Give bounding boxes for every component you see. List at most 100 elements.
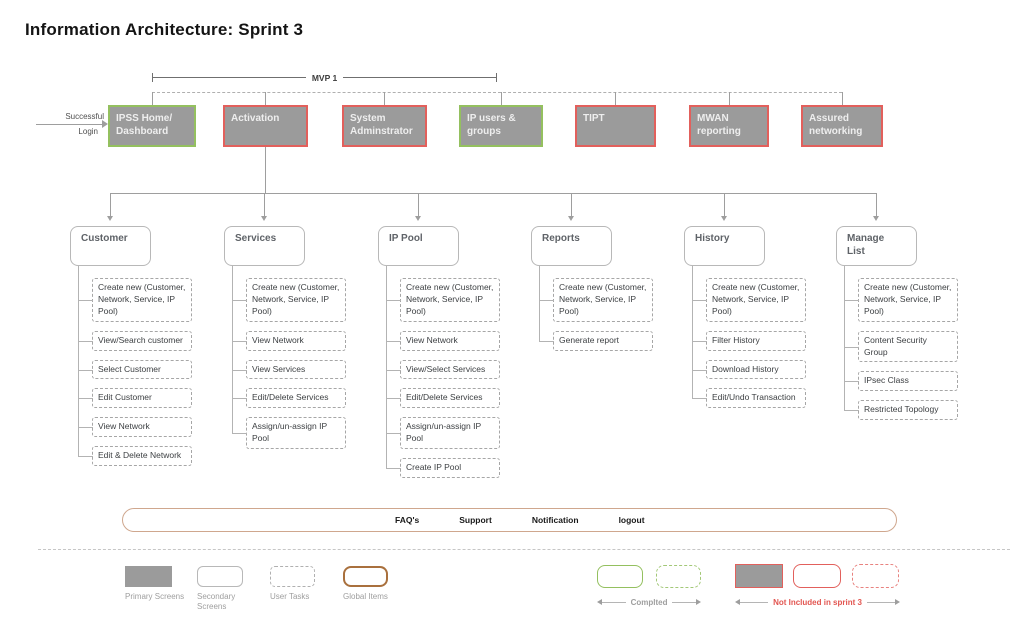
legend-swatch-notincluded-solid <box>793 564 841 588</box>
screen-box-ipss-home-dashboard: IPSS Home/ Dashboard <box>108 105 196 147</box>
legend-label-global-items: Global Items <box>343 592 388 601</box>
column-spine <box>692 266 693 398</box>
arrow-line <box>866 601 896 603</box>
task-column-ip-pool: Create new (Customer, Network, Service, … <box>378 266 510 479</box>
task-box: Edit/Delete Services <box>386 388 500 409</box>
legend-swatch-secondary-screens <box>197 566 243 587</box>
task-column-history: Create new (Customer, Network, Service, … <box>684 266 816 409</box>
legend-label-user-tasks: User Tasks <box>270 592 310 601</box>
nav-label: Services <box>235 233 277 244</box>
second-row-distributor <box>110 193 876 194</box>
task-box: View/Select Services <box>386 359 500 380</box>
bracket-line <box>343 77 497 78</box>
global-item-faqs: FAQ's <box>395 515 420 525</box>
screen-box-system-administrator: System Adminstrator <box>342 105 427 147</box>
legend-swatch-notincluded-filled <box>735 564 783 588</box>
legend-swatch-completed-solid <box>597 565 643 588</box>
task-box: Assign/un-assign IP Pool <box>386 417 500 450</box>
top-dashed-connector <box>152 92 842 93</box>
arrow-right-icon <box>696 599 702 605</box>
connector-tick <box>265 92 266 105</box>
nav-box-history: History <box>684 226 765 266</box>
nav-box-services: Services <box>224 226 305 266</box>
task-box: View Services <box>232 359 346 380</box>
legend-swatch-primary-screens <box>125 566 172 587</box>
task-box: Create new (Customer, Network, Service, … <box>539 278 653 322</box>
arrow-to-customer <box>107 193 113 221</box>
legend-swatch-completed-dashed <box>656 565 701 588</box>
page-title: Information Architecture: Sprint 3 <box>25 20 304 39</box>
task-box: Create new (Customer, Network, Service, … <box>692 278 806 322</box>
screen-label: System Adminstrator <box>350 113 413 137</box>
nav-label: Reports <box>542 233 580 244</box>
arrow-to-manage-list <box>873 193 879 221</box>
nav-label: Manage List <box>847 233 885 257</box>
legend-swatch-global-items <box>343 566 388 587</box>
connector-tick <box>842 92 843 105</box>
arrow-line <box>672 601 697 603</box>
screen-label: IP users & groups <box>467 113 516 137</box>
task-box: Generate report <box>539 330 653 351</box>
login-arrow-line <box>36 124 102 125</box>
task-box: Assign/un-assign IP Pool <box>232 417 346 450</box>
task-box: Select Customer <box>78 359 192 380</box>
connector-tick <box>152 92 153 105</box>
bracket-end-tick <box>152 73 153 82</box>
nav-box-customer: Customer <box>70 226 151 266</box>
nav-label: History <box>695 233 730 244</box>
task-box: Create IP Pool <box>386 458 500 479</box>
connector-tick <box>729 92 730 105</box>
login-label-line2: Login <box>78 127 98 136</box>
login-label-line1: Successful <box>65 112 104 121</box>
bracket-line <box>153 77 306 78</box>
screen-box-tipt: TIPT <box>575 105 656 147</box>
arrow-left-icon <box>597 599 602 605</box>
screen-label: Assured networking <box>809 113 863 137</box>
activation-drop-line <box>265 147 266 193</box>
nav-label: Customer <box>81 233 128 244</box>
connector-tick <box>384 92 385 105</box>
column-spine <box>539 266 540 341</box>
task-box: Create new (Customer, Network, Service, … <box>78 278 192 322</box>
mvp-label: MVP 1 <box>311 72 338 83</box>
screen-label: Activation <box>231 113 280 124</box>
connector-tick <box>615 92 616 105</box>
legend-label-secondary: Secondary Screens <box>197 592 236 612</box>
legend-completed-range: Complted <box>597 597 702 607</box>
screen-label: IPSS Home/ Dashboard <box>116 113 173 137</box>
task-column-manage-list: Create new (Customer, Network, Service, … <box>836 266 968 421</box>
task-box: Create new (Customer, Network, Service, … <box>844 278 958 322</box>
task-box: Edit/Undo Transaction <box>692 388 806 409</box>
task-column-reports: Create new (Customer, Network, Service, … <box>531 266 663 351</box>
column-spine <box>386 266 387 468</box>
nav-box-manage-list: Manage List <box>836 226 917 266</box>
bracket-end-tick <box>496 73 498 82</box>
arrow-left-icon <box>735 599 740 605</box>
global-item-logout: logout <box>618 515 645 525</box>
screen-box-mwan-reporting: MWAN reporting <box>689 105 769 147</box>
arrow-line <box>602 601 626 603</box>
login-arrowhead <box>102 120 108 128</box>
task-box: Content Security Group <box>844 330 958 363</box>
legend-swatch-notincluded-dashed <box>852 564 899 588</box>
task-box: View Network <box>386 330 500 351</box>
task-box: Edit & Delete Network <box>78 446 192 467</box>
task-box: Edit Customer <box>78 388 192 409</box>
nav-label: IP Pool <box>389 233 423 244</box>
task-box: View/Search customer <box>78 330 192 351</box>
nav-box-ip-pool: IP Pool <box>378 226 459 266</box>
screen-label: MWAN reporting <box>697 113 741 137</box>
arrow-to-ip-pool <box>415 193 421 221</box>
connector-tick <box>501 92 502 105</box>
task-box: IPsec Class <box>844 371 958 392</box>
legend-label-primary: Primary Screens <box>125 592 185 601</box>
screen-box-ip-users-groups: IP users & groups <box>459 105 543 147</box>
task-box: View Network <box>78 417 192 438</box>
legend-notincluded-range: Not Included in sprint 3 <box>735 597 901 607</box>
screen-box-activation: Activation <box>223 105 308 147</box>
legend-label-completed: Complted <box>630 597 668 607</box>
arrow-right-icon <box>895 599 901 605</box>
task-box: Filter History <box>692 330 806 351</box>
arrow-to-history <box>721 193 727 221</box>
